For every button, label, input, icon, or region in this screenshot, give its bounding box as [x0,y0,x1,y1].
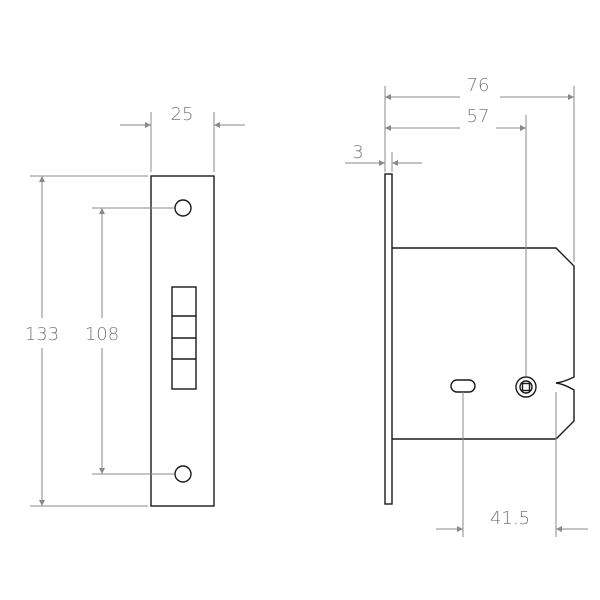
label-overall-depth: 76 [467,75,490,96]
dimension-faceplate-thickness: 3 [345,142,422,172]
dimension-overall-depth: 76 [384,75,575,262]
latch-slot [450,379,476,393]
side-faceplate-outline [384,173,393,505]
label-centres: 41.5 [490,508,530,529]
label-fixing-centres: 108 [85,324,119,345]
spindle-hub-outer [515,376,537,398]
spindle-hub-inner [519,380,533,394]
side-view: 76 57 3 41.5 [345,75,588,537]
label-faceplate-width: 25 [171,104,194,125]
lock-case-outline [392,247,575,440]
spindle-square [521,382,531,392]
label-faceplate-thickness: 3 [352,142,363,163]
dimension-fixing-centres: 108 [85,207,174,475]
dimension-centres: 41.5 [436,392,588,537]
top-screw-hole [174,199,192,217]
dimension-faceplate-width: 25 [120,104,245,172]
label-backset: 57 [467,106,490,127]
faceplate-outline [150,175,215,507]
dimension-backset: 57 [385,106,527,376]
front-view: 25 133 108 [25,104,245,507]
bottom-screw-hole [174,465,192,483]
dimension-overall-height: 133 [25,175,148,507]
label-overall-height: 133 [25,324,59,345]
